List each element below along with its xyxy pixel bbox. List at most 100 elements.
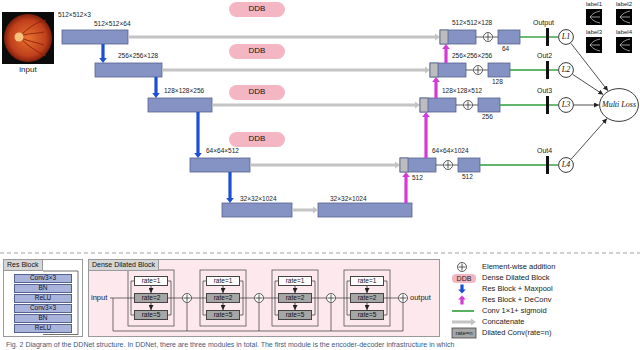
wire	[264, 298, 276, 299]
dimension-label: 512×512×128	[452, 20, 492, 27]
node-text: rate=5	[214, 311, 233, 318]
vessel-label	[620, 45, 630, 51]
wire	[240, 281, 243, 282]
res-block-panel: Res BlockConv3×3BNReLUConv3×3BNReLU	[3, 259, 83, 337]
wire	[456, 105, 464, 106]
wire	[240, 298, 243, 299]
image-label: input	[19, 66, 36, 74]
wire	[168, 281, 171, 282]
dilated-conv-box: rate=1	[134, 276, 168, 286]
connector	[571, 119, 607, 159]
concatenate-arrow	[128, 33, 440, 40]
feature-map	[498, 30, 520, 44]
wire	[168, 315, 171, 316]
sigmoid-line	[510, 69, 546, 70]
connector	[223, 286, 224, 293]
label-thumbnail	[616, 37, 632, 53]
legend-text: Res Block + Maxpool	[482, 285, 553, 293]
layer-box: BN	[14, 314, 72, 323]
wire	[476, 37, 484, 38]
loss-circle: L4	[558, 157, 574, 173]
addition-symbol	[327, 294, 336, 303]
feature-map	[458, 158, 480, 172]
vessel-label	[590, 17, 600, 23]
node-text: DDB	[249, 46, 266, 55]
dense-wire	[187, 303, 188, 332]
sigmoid-line	[549, 104, 558, 105]
dilated-conv-box: rate=1	[278, 276, 312, 286]
node-text: L2	[562, 65, 570, 74]
maxpool-arrow	[226, 172, 234, 203]
dilated-conv-box: rate=1	[350, 276, 384, 286]
node-text: rate=5	[358, 311, 377, 318]
vessel-label	[620, 17, 630, 23]
concatenate-arrow	[212, 101, 420, 108]
concatenated-map	[440, 30, 448, 44]
node-text: BN	[38, 284, 47, 291]
output-label: Out2	[537, 52, 552, 59]
wire	[171, 298, 183, 299]
legend-text: Element-wise addition	[482, 263, 555, 271]
dimension-label: 64×64×1024	[432, 148, 469, 155]
vessel-label	[620, 11, 630, 17]
dimension-label: 128×128×512	[442, 88, 482, 95]
fundus-image	[4, 14, 52, 62]
concatenate-arrow	[162, 66, 430, 73]
vessel-label	[590, 11, 600, 17]
vessel-label	[590, 45, 600, 51]
deconv-arrow	[442, 44, 450, 63]
feature-map	[488, 63, 510, 77]
label-thumbnail	[586, 9, 602, 25]
output-bar	[546, 28, 549, 46]
wire	[312, 298, 315, 299]
node-text: rate=1	[142, 277, 161, 284]
vessel-label	[620, 17, 630, 18]
channel-number: 512	[412, 175, 423, 182]
dense-dilated-block: DDB	[229, 85, 285, 100]
vessel	[19, 37, 46, 56]
node-text: rate=2	[358, 294, 377, 301]
feature-map	[95, 63, 162, 77]
concatenate-arrow	[250, 161, 400, 168]
dimension-label: 256×256×256	[452, 53, 492, 60]
node-outline	[559, 30, 574, 45]
legend-symbol	[458, 263, 467, 272]
node-outline	[559, 158, 574, 173]
connector	[574, 105, 599, 106]
dimension-label: 512×512×3	[58, 12, 91, 19]
dilated-conv-box: rate=2	[206, 293, 240, 303]
wire	[336, 298, 348, 299]
feature-map	[318, 203, 412, 217]
wire	[312, 315, 315, 316]
node-outline	[600, 89, 639, 122]
addition-symbol	[484, 33, 493, 42]
loss-circle: L3	[558, 97, 574, 113]
dimension-label: 256×256×128	[118, 53, 158, 60]
maxpool-arrow	[194, 112, 202, 158]
dimension-label: 512×512×64	[94, 21, 131, 28]
input-image-frame	[2, 12, 54, 64]
node-text: rate=2	[214, 294, 233, 301]
channel-number: 128	[492, 79, 503, 86]
dilated-conv-box: rate=5	[206, 310, 240, 320]
wire	[473, 105, 479, 106]
feature-map	[222, 203, 292, 217]
output-bar	[546, 156, 549, 174]
dilated-conv-box: rate=2	[350, 293, 384, 303]
connector	[223, 303, 224, 310]
legend-symbol	[458, 296, 466, 305]
wire	[315, 298, 327, 299]
wire	[493, 37, 499, 38]
node-text: BN	[38, 314, 47, 321]
wire	[384, 281, 387, 282]
legend-symbol	[452, 328, 476, 338]
dilated-group	[272, 270, 318, 326]
layer-box: Conv3×3	[14, 274, 72, 283]
vessel-label	[620, 39, 630, 45]
label-thumbnail	[586, 37, 602, 53]
wire	[483, 70, 489, 71]
node-text: DDB	[249, 4, 266, 13]
label-name: label4	[616, 29, 632, 35]
connector	[367, 303, 368, 310]
